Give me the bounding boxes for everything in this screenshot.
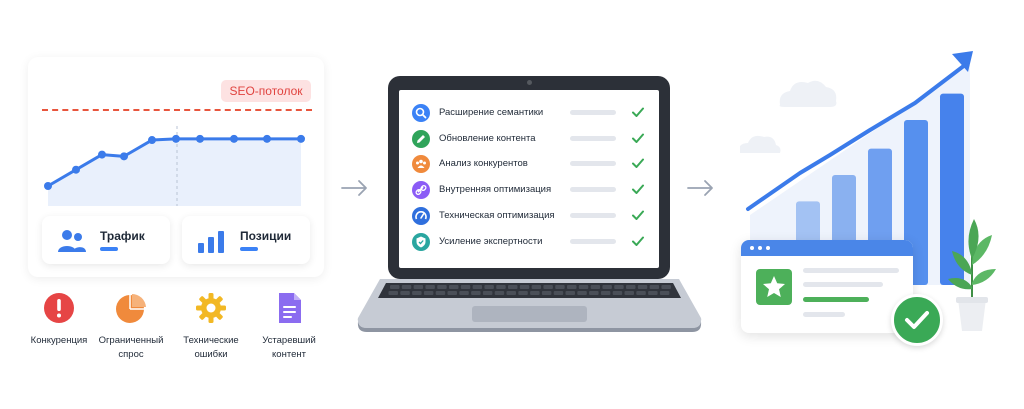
checkmark-icon [631, 105, 645, 124]
content-line [803, 312, 845, 317]
progress-placeholder-bar [570, 161, 616, 167]
problem-label: Технические ошибки [183, 335, 239, 360]
window-dot [750, 246, 754, 250]
progress-placeholder-bar [570, 187, 616, 193]
traffic-point [297, 134, 305, 143]
checklist-item-label: Обновление контента [439, 132, 536, 144]
laptop-keyboard [357, 279, 702, 332]
checklist-item-label: Расширение семантики [439, 107, 544, 118]
browser-window [741, 240, 913, 333]
seo-ceiling-line [42, 109, 312, 111]
progress-placeholder-bar [570, 110, 616, 115]
traffic-line [47, 137, 301, 188]
progress-placeholder-bar [570, 212, 616, 218]
star-icon [756, 269, 792, 305]
checklist-item-label: Усиление экспертности [439, 235, 543, 247]
laptop-screen [399, 90, 659, 268]
arrow-right-icon [341, 180, 367, 196]
pie-chart-icon [116, 293, 146, 323]
traffic-point [148, 136, 156, 145]
checklist-item: Внутренняя оптимизация [412, 181, 650, 201]
shield-check-icon [412, 232, 430, 251]
traffic-point [72, 165, 80, 174]
cloud-icon [779, 80, 837, 107]
checklist-item-label: Внутренняя оптимизация [439, 184, 552, 196]
traffic-point [230, 134, 238, 143]
speedometer-icon [412, 206, 430, 225]
checklist-item: Анализ конкурентов [412, 155, 650, 175]
checkmark-icon [631, 208, 645, 227]
checklist-item-label: Техническая оптимизация [439, 209, 555, 221]
checklist-item-label: Анализ конкурентов [439, 158, 528, 170]
checklist-item: Техническая оптимизация [412, 206, 650, 227]
checkmark-icon [631, 131, 645, 150]
arrow-right-icon [687, 180, 713, 196]
plant-icon [948, 219, 996, 331]
document-icon [279, 293, 301, 323]
checklist-item: Расширение семантики [412, 104, 650, 124]
checklist-item: Обновление контента [412, 129, 650, 150]
problem-label: Устаревший контент [262, 335, 316, 360]
problem-label: Конкуренция [30, 335, 88, 346]
positions-stat-bar [240, 247, 258, 251]
growth-bar [940, 93, 964, 285]
laptop-camera [527, 80, 532, 85]
traffic-chart [44, 126, 305, 206]
traffic-point [120, 152, 128, 161]
team-icon [412, 155, 430, 174]
success-check-icon [891, 294, 943, 346]
problem-label: Ограниченный спрос [98, 335, 164, 360]
traffic-stat-bar [100, 247, 118, 251]
search-icon [412, 104, 430, 122]
positions-stat-label: Позиции [240, 229, 292, 243]
cloud-icon [740, 135, 781, 153]
pencil-icon [412, 129, 430, 148]
users-icon [56, 228, 88, 259]
gear-icon [196, 293, 226, 323]
content-line-highlight [803, 297, 869, 302]
traffic-point [172, 134, 180, 143]
content-line [803, 268, 899, 273]
traffic-point [263, 134, 271, 143]
traffic-chart-area [48, 138, 301, 206]
checkmark-icon [631, 182, 645, 201]
bar-chart-icon [196, 228, 228, 259]
progress-placeholder-bar [570, 238, 616, 244]
browser-title-bar [741, 240, 913, 256]
link-icon [412, 181, 430, 200]
traffic-point [98, 150, 106, 159]
seo-ceiling-badge: SEO-потолок [221, 80, 311, 102]
progress-placeholder-bar [570, 135, 616, 141]
traffic-stat-label: Трафик [100, 229, 145, 243]
checkmark-icon [631, 234, 645, 253]
window-dot [758, 246, 762, 250]
content-line [803, 282, 883, 287]
checklist-item: Усиление экспертности [412, 232, 650, 253]
traffic-point [44, 182, 52, 190]
traffic-point [196, 134, 204, 143]
checkmark-icon [631, 156, 645, 175]
alert-icon [44, 293, 74, 323]
positions-stat-card: Позиции [182, 216, 310, 264]
window-dot [766, 246, 770, 250]
traffic-stat-card: Трафик [42, 216, 170, 264]
